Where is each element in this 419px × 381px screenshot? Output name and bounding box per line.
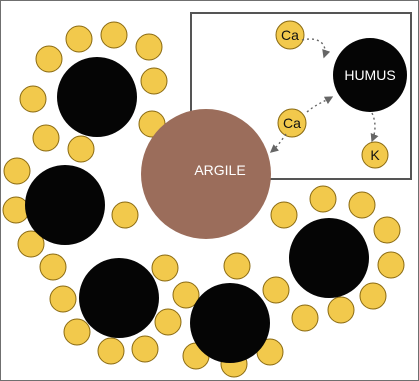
exchange-arrow-potassium xyxy=(370,112,379,143)
background-ion-layer xyxy=(2,21,405,378)
ion-bead xyxy=(309,185,337,213)
ion-bead xyxy=(373,216,401,244)
humus-label: HUMUS xyxy=(344,67,395,83)
ion-bead xyxy=(151,254,179,282)
ion-bead xyxy=(39,253,67,281)
humus-particle xyxy=(289,218,369,298)
exchange-arrow-middle xyxy=(306,96,334,113)
ion-bead xyxy=(19,85,47,113)
exchange-arrow-top xyxy=(301,38,331,59)
ion-bead xyxy=(359,282,387,310)
ion-bead xyxy=(67,135,95,163)
exchange-arrow-bottom-left xyxy=(269,133,287,153)
calcium-label-middle: Ca xyxy=(283,115,301,131)
humus-particle xyxy=(79,258,159,338)
humus-core-particle xyxy=(333,38,407,112)
humus-particle xyxy=(190,283,270,363)
ion-bead xyxy=(100,21,128,49)
ion-bead xyxy=(49,285,77,313)
ion-bead xyxy=(223,252,251,280)
ion-bead xyxy=(97,337,125,365)
ion-bead xyxy=(154,308,182,336)
ion-bead xyxy=(291,304,319,332)
ion-bead xyxy=(135,33,163,61)
calcium-ion-top xyxy=(275,20,305,50)
ion-bead xyxy=(3,157,31,185)
potassium-label: K xyxy=(370,147,380,163)
ion-bead xyxy=(131,335,159,363)
ion-bead xyxy=(270,201,298,229)
humus-particle xyxy=(57,57,137,137)
ion-bead xyxy=(140,67,168,95)
ion-bead xyxy=(348,191,376,219)
ion-bead xyxy=(35,45,63,73)
ion-bead xyxy=(172,281,200,309)
ion-bead xyxy=(63,318,91,346)
ion-bead xyxy=(377,251,405,279)
clay-label: ARGILE xyxy=(194,162,245,178)
ion-bead xyxy=(17,230,45,258)
ion-bead xyxy=(2,196,30,224)
ion-bead xyxy=(32,124,60,152)
ion-exchange-inset: Ca Ca K HUMUS xyxy=(269,20,396,169)
ion-bead xyxy=(111,201,139,229)
ion-bead xyxy=(65,25,93,53)
clay-particle xyxy=(141,109,271,239)
ion-bead xyxy=(327,296,355,324)
ion-bead xyxy=(262,276,290,304)
calcium-label-top: Ca xyxy=(281,27,299,43)
humus-particle xyxy=(25,165,105,245)
calcium-ion-middle xyxy=(277,108,307,138)
